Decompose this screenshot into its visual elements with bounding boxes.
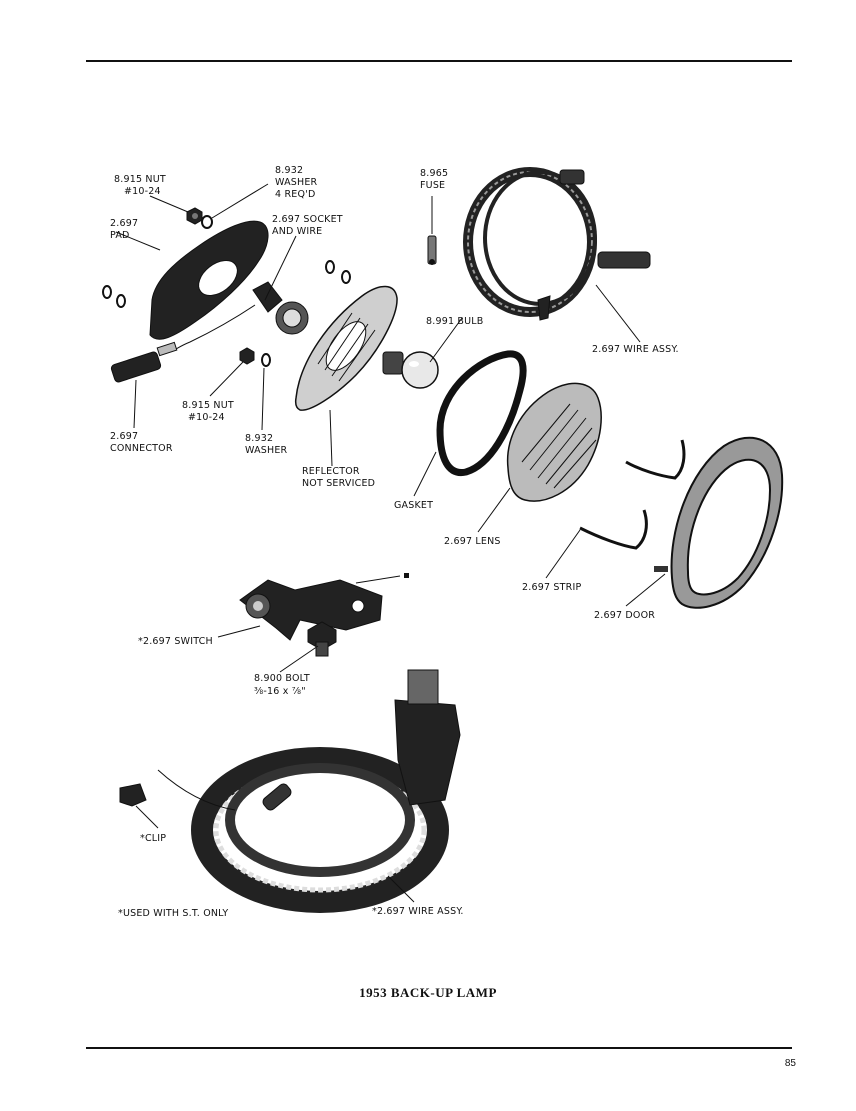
label-washer-top-num: 8.932 — [275, 165, 303, 176]
nut-top — [186, 207, 203, 225]
label-pad-name: PAD — [110, 230, 130, 241]
label-strip: 2.697 STRIP — [522, 582, 581, 593]
label-connector-name: CONNECTOR — [110, 443, 173, 454]
pad — [149, 220, 269, 340]
label-nut-low-size: #10-24 — [188, 412, 225, 423]
leader-lines — [115, 183, 666, 903]
label-connector-num: 2.697 — [110, 431, 138, 442]
page-number: 85 — [784, 1058, 796, 1069]
bolt — [307, 621, 337, 657]
label-nut-top-num: 8.915 NUT — [114, 174, 166, 185]
label-washer-low-name: WASHER — [245, 445, 288, 456]
label-gasket: GASKET — [394, 500, 433, 511]
label-reflector-line2: NOT SERVICED — [302, 478, 375, 489]
figure-caption: 1953 BACK-UP LAMP — [359, 985, 497, 1000]
label-reflector-line1: REFLECTOR — [302, 466, 360, 477]
label-washer-top-name: WASHER — [275, 177, 318, 188]
washer-lower — [261, 353, 271, 367]
bulb — [382, 351, 439, 389]
top-rule — [86, 60, 792, 62]
label-fuse-name: FUSE — [420, 180, 445, 191]
strip-lower — [579, 509, 648, 550]
socket-and-wire — [169, 281, 309, 353]
gasket — [436, 350, 527, 477]
label-washer-top-qty: 4 REQ'D — [275, 189, 315, 200]
reflector — [294, 285, 398, 411]
switch — [239, 573, 409, 641]
label-socket-line1: 2.697 SOCKET — [272, 214, 343, 225]
wire-assembly-st — [157, 669, 461, 913]
label-bulb: 8.991 BULB — [426, 316, 484, 327]
bottom-rule — [86, 1047, 792, 1049]
label-pad-num: 2.697 — [110, 218, 138, 229]
nut-lower — [239, 347, 255, 365]
lens — [506, 382, 602, 502]
washers-left — [102, 285, 126, 308]
label-nut-low-num: 8.915 NUT — [182, 400, 234, 411]
label-nut-top-size: #10-24 — [124, 186, 161, 197]
fuse — [427, 235, 437, 265]
footnote: *USED WITH S.T. ONLY — [118, 908, 228, 919]
label-bolt-size: ⅜-16 x ⅞" — [254, 686, 306, 697]
label-wire-assy: 2.697 WIRE ASSY. — [592, 344, 679, 355]
label-door: 2.697 DOOR — [594, 610, 655, 621]
label-bolt-num: 8.900 BOLT — [254, 673, 310, 684]
clip — [119, 783, 147, 807]
label-fuse-num: 8.965 — [420, 168, 448, 179]
label-switch: *2.697 SWITCH — [138, 636, 213, 647]
wire-assembly — [463, 167, 651, 321]
connector — [110, 341, 178, 383]
label-wire-assy-st: *2.697 WIRE ASSY. — [372, 906, 464, 917]
strip-upper — [625, 439, 686, 480]
label-socket-line2: AND WIRE — [272, 226, 322, 237]
label-lens: 2.697 LENS — [444, 536, 501, 547]
label-washer-low-num: 8.932 — [245, 433, 273, 444]
door — [654, 436, 784, 609]
washer-top — [201, 215, 213, 229]
washers-right — [325, 260, 351, 284]
label-clip: *CLIP — [140, 833, 166, 844]
